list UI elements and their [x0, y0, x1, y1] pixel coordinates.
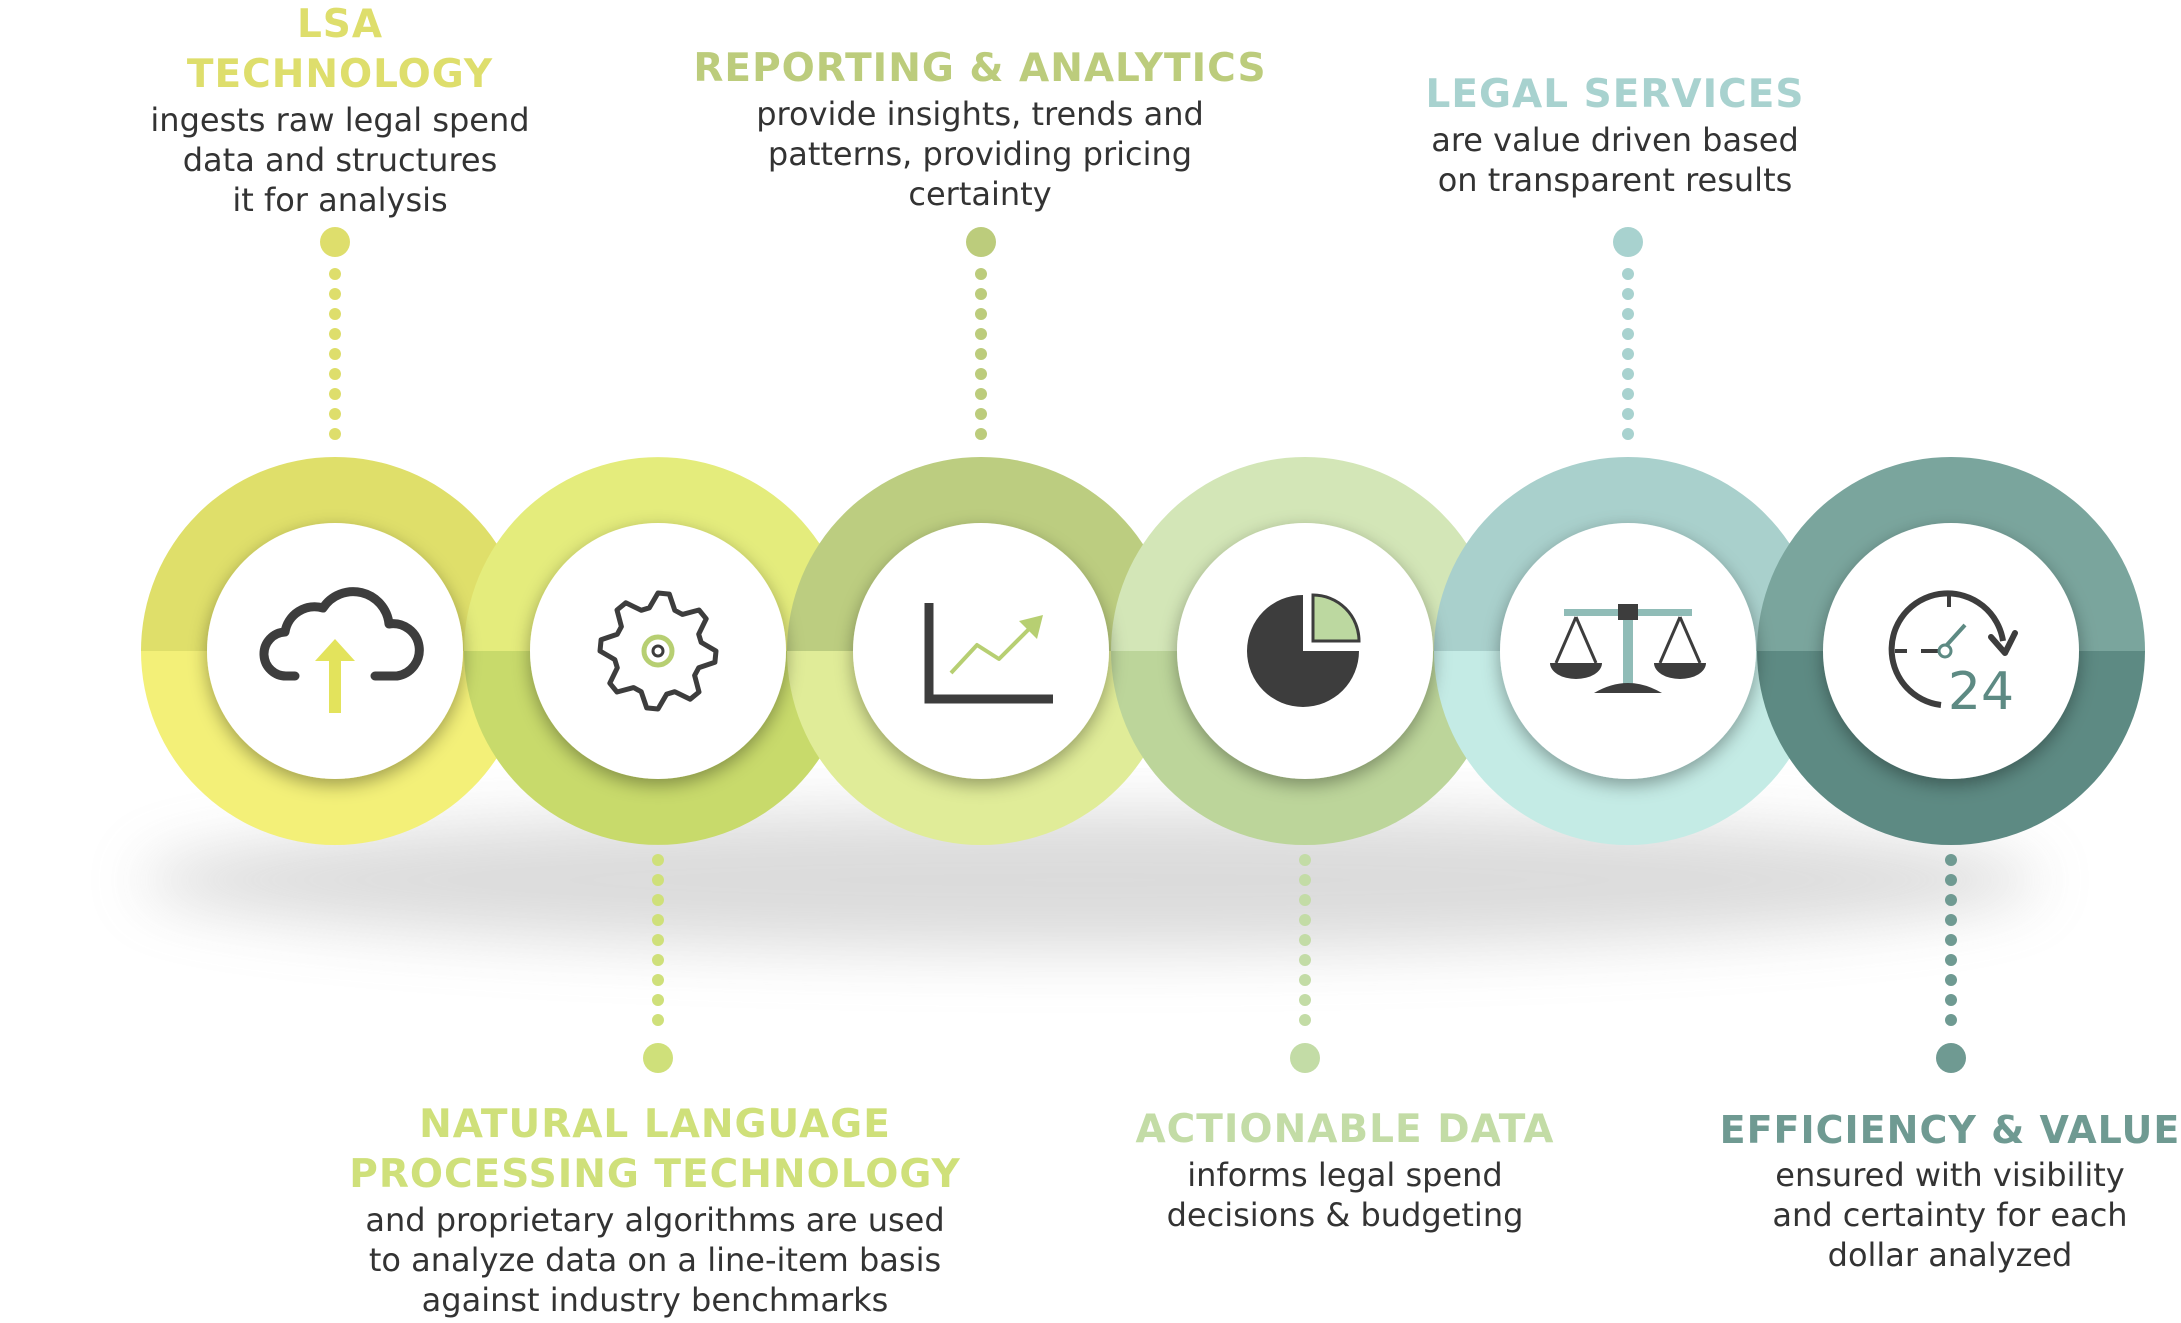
step-3-title: REPORTING & ANALYTICS — [693, 46, 1267, 91]
step-1-description-line-2: data and structures — [182, 141, 498, 179]
step-1-caption: LSA TECHNOLOGY ingests raw legal spend d… — [100, 0, 580, 220]
step-2-description-line-1: and proprietary algorithms are used — [365, 1201, 945, 1239]
growth-chart-icon — [924, 603, 1053, 704]
clock-24-icon: 24 — [1888, 590, 2018, 722]
scales-icon — [1550, 604, 1706, 693]
step-3-description-line-1: provide insights, trends and — [756, 95, 1204, 133]
step-5-description-line-2: on transparent results — [1437, 161, 1793, 199]
step-4-title: ACTIONABLE DATA — [1135, 1107, 1555, 1152]
step-1-description-line-1: ingests raw legal spend — [150, 101, 530, 139]
step-4-caption: ACTIONABLE DATA informs legal spend deci… — [1080, 1105, 1610, 1235]
step-2-connector — [643, 854, 673, 1073]
step-2-description-line-3: against industry benchmarks — [421, 1281, 889, 1319]
step-1-title-line-2: TECHNOLOGY — [186, 52, 494, 97]
step-2-description-line-2: to analyze data on a line-item basis — [368, 1241, 942, 1279]
step-2-caption: NATURAL LANGUAGE PROCESSING TECHNOLOGY a… — [305, 1100, 1005, 1320]
step-3-connector — [966, 227, 996, 440]
step-3-disc — [853, 523, 1109, 779]
step-5-caption: LEGAL SERVICES are value driven based on… — [1380, 70, 1850, 200]
step-4-description-line-2: decisions & budgeting — [1166, 1196, 1524, 1234]
step-6-description-line-3: dollar analyzed — [1827, 1236, 2073, 1274]
step-6-caption: EFFICIENCY & VALUE ensured with visibili… — [1700, 1105, 2181, 1275]
step-6-description-line-2: and certainty for each — [1772, 1196, 2128, 1234]
step-6-description-line-1: ensured with visibility — [1775, 1156, 2125, 1194]
step-1-description-line-3: it for analysis — [232, 181, 448, 219]
cloud-upload-icon — [259, 587, 424, 713]
pie-chart-icon — [1247, 593, 1361, 707]
gear-icon — [597, 590, 719, 712]
step-3-caption: REPORTING & ANALYTICS provide insights, … — [660, 44, 1300, 214]
step-5-connector — [1613, 227, 1643, 440]
step-2-disc — [530, 523, 786, 779]
step-4-description-line-1: informs legal spend — [1187, 1156, 1503, 1194]
step-1-title: LSA — [296, 2, 384, 47]
step-3-description-line-2: patterns, providing pricing — [767, 135, 1193, 173]
step-6-title: EFFICIENCY & VALUE — [1719, 1108, 2181, 1152]
step-4-connector — [1290, 854, 1320, 1073]
ground-shadow — [140, 810, 2040, 950]
step-3-description-line-3: certainty — [908, 175, 1052, 213]
step-5-description-line-1: are value driven based — [1431, 121, 1799, 159]
clock-24-label: 24 — [1948, 662, 2014, 722]
step-1-connector — [320, 227, 350, 440]
step-2-title-line-2: PROCESSING TECHNOLOGY — [349, 1152, 961, 1197]
step-5-title: LEGAL SERVICES — [1425, 72, 1805, 117]
step-2-title: NATURAL LANGUAGE — [419, 1102, 891, 1147]
step-6-connector — [1936, 854, 1966, 1073]
